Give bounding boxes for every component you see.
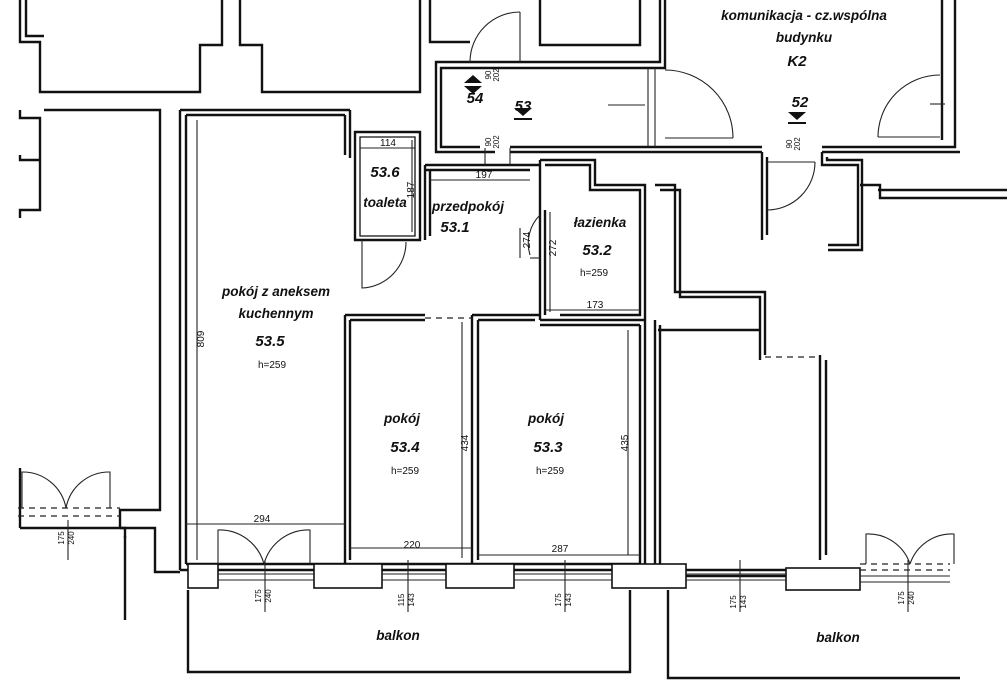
opening-2-top: 175 [254, 589, 263, 603]
dim-294: 294 [254, 514, 271, 525]
dim-272: 272 [548, 239, 559, 256]
bedroom-walls [343, 313, 540, 564]
dim-187: 187 [406, 181, 417, 198]
dim-173: 173 [587, 300, 604, 311]
room-54-code: 54 [467, 90, 484, 107]
room-53-code: 53 [515, 98, 532, 115]
bathroom-walls [527, 158, 647, 320]
dim-809: 809 [196, 330, 207, 347]
opening-4-bot: 143 [564, 593, 573, 607]
dim-114: 114 [380, 138, 396, 149]
bathroom-name: łazienka [574, 215, 627, 230]
door-1-bot: 202 [492, 68, 501, 82]
toilet-walls [353, 130, 422, 289]
corridor-walls [434, 0, 960, 154]
opening-1-top: 175 [57, 531, 66, 545]
room-534-height: h=259 [391, 466, 420, 477]
opening-3-top: 115 [397, 593, 406, 606]
living-room-name-line2: kuchennym [238, 306, 313, 321]
opening-3-bot: 143 [407, 593, 416, 607]
living-room-height: h=259 [258, 360, 287, 371]
bathroom-height: h=259 [580, 268, 609, 279]
dim-434: 434 [460, 434, 471, 451]
bathroom-code: 53.2 [582, 242, 612, 259]
balcony-1-name: balkon [376, 628, 420, 643]
room-533-name: pokój [527, 411, 564, 426]
hallway-name: przedpokój [431, 199, 504, 214]
corridor-label-line2: budynku [776, 30, 833, 45]
window-blocks [187, 563, 861, 591]
dim-220: 220 [404, 540, 421, 551]
room-52-code: 52 [792, 94, 809, 111]
dim-197: 197 [476, 170, 493, 181]
living-room-name-line1: pokój z aneksem [221, 284, 330, 299]
door-3-top: 90 [785, 139, 794, 148]
corridor-label-line1: komunikacja - cz.wspólna [721, 8, 887, 23]
room-534-name: pokój [383, 411, 420, 426]
opening-2-bot: 240 [264, 589, 273, 603]
corridor-code: K2 [787, 53, 807, 70]
opening-1-bot: 240 [67, 531, 76, 545]
toilet-name: toaleta [363, 195, 407, 210]
toilet-code: 53.6 [370, 164, 400, 181]
room-533-code: 53.3 [533, 439, 563, 456]
direction-markers [464, 75, 806, 124]
hallway-code: 53.1 [440, 219, 469, 236]
opening-5-top: 175 [729, 595, 738, 609]
room-534-code: 53.4 [390, 439, 420, 456]
hallway-walls [423, 148, 540, 240]
measure-ticks [67, 120, 909, 612]
opening-5-bot: 143 [739, 595, 748, 609]
dim-435: 435 [620, 434, 631, 451]
door-1-top: 90 [484, 70, 493, 79]
opening-4-top: 175 [554, 593, 563, 607]
dim-287: 287 [552, 544, 569, 555]
balcony-2-name: balkon [816, 630, 860, 645]
left-balcony-edges [20, 526, 180, 620]
opening-6-bot: 240 [907, 591, 916, 605]
opening-6-top: 175 [897, 591, 906, 605]
balcony-door-swings [21, 471, 955, 565]
balconies [186, 590, 960, 680]
dim-274: 274 [522, 231, 533, 248]
room-533-height: h=259 [536, 466, 565, 477]
apartment-walls [178, 108, 647, 572]
door-3-bot: 202 [793, 137, 802, 151]
door-2-bot: 202 [492, 135, 501, 149]
corridor-doors [469, 11, 941, 139]
living-room-code: 53.5 [255, 333, 285, 350]
window-sills [18, 507, 950, 583]
right-unit-walls [653, 152, 1007, 578]
door-2-top: 90 [484, 137, 493, 146]
